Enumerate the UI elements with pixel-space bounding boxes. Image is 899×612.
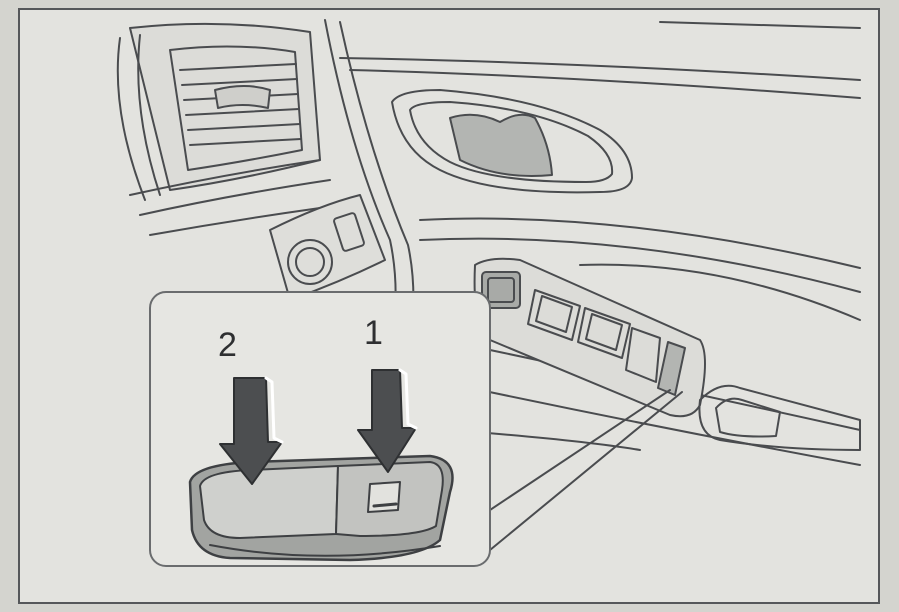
- door-handle: [392, 90, 632, 192]
- step-1-label: 1: [364, 316, 383, 350]
- window-switch-panel: [475, 259, 705, 416]
- callout-pointer: [490, 390, 670, 510]
- window-edge-line: [340, 58, 860, 80]
- enlarged-switch: [190, 456, 453, 560]
- step-2-label: 2: [218, 328, 237, 362]
- door-panel-illustration: [20, 10, 878, 602]
- top-trim-line: [660, 22, 860, 28]
- callout-pointer-2: [490, 392, 682, 550]
- door-pull-inner: [716, 399, 780, 437]
- air-vent: [118, 24, 320, 200]
- window-edge-line-inner: [350, 70, 860, 98]
- mirror-control: [270, 195, 385, 300]
- illustration-frame: 2 1: [18, 8, 880, 604]
